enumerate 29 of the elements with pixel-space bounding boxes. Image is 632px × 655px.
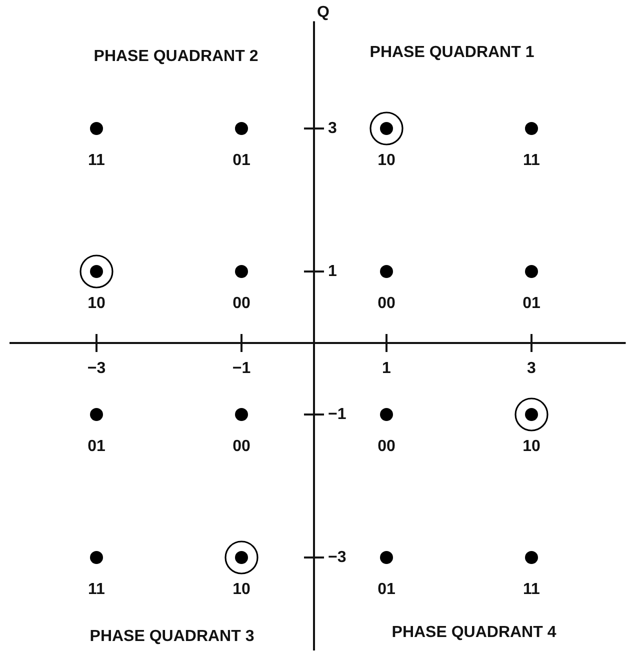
point-label: 11 [88, 580, 105, 598]
tick-label: −3 [87, 360, 106, 378]
axis-label: Q [317, 4, 330, 22]
tick-label: 3 [527, 360, 536, 378]
point-label: 01 [522, 294, 540, 312]
point-label: 00 [378, 294, 396, 312]
tick-label: −1 [328, 406, 346, 424]
point-label: 01 [378, 580, 396, 598]
tick-label: 1 [328, 262, 337, 280]
point-label: 10 [378, 152, 396, 170]
point-label: 01 [232, 152, 250, 170]
point-label: 11 [523, 580, 540, 598]
point-label: 10 [232, 580, 250, 598]
point-label: 00 [232, 438, 250, 456]
quadrant-label: PHASE QUADRANT 2 [94, 48, 258, 66]
point-label: 00 [232, 294, 250, 312]
quadrant-label: PHASE QUADRANT 4 [392, 624, 556, 642]
tick-label: 3 [328, 120, 337, 138]
point-label: 11 [88, 152, 105, 170]
point-label: 01 [88, 438, 106, 456]
quadrant-label: PHASE QUADRANT 3 [90, 628, 254, 646]
quadrant-label: PHASE QUADRANT 1 [370, 44, 534, 62]
tick-label: −3 [328, 548, 346, 566]
point-label: 11 [523, 152, 540, 170]
tick-label: −1 [232, 360, 251, 378]
tick-label: 1 [382, 360, 391, 378]
point-label: 10 [522, 438, 540, 456]
point-label: 00 [378, 438, 396, 456]
point-label: 10 [88, 294, 106, 312]
